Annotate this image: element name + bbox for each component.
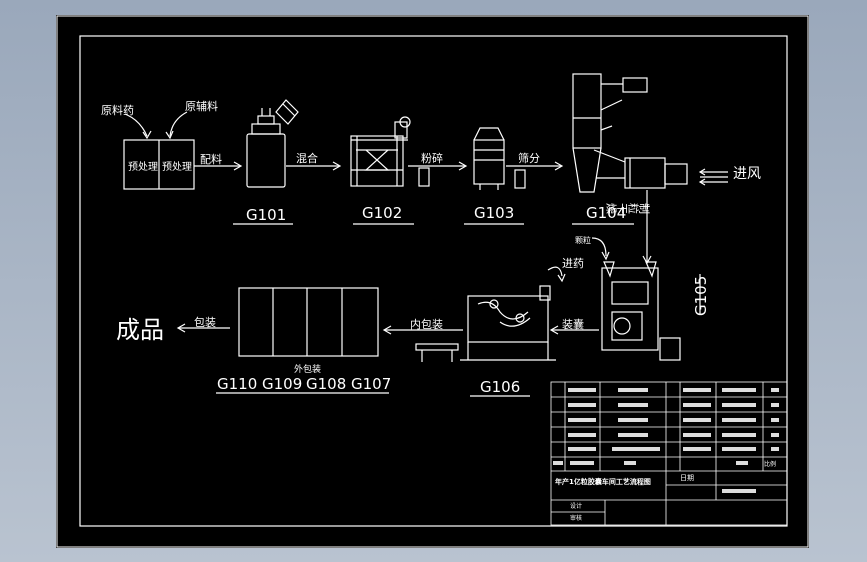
outer-frame: [56, 15, 809, 548]
step-jinyao-label: 进药: [562, 257, 584, 270]
outer-packing-boxes: [238, 287, 379, 357]
code-g105: G105: [692, 276, 710, 316]
step-hunhe-label: 混合: [296, 151, 318, 165]
air-inlet-label: 进风: [733, 166, 761, 182]
step-baozhuang-label: 包装: [194, 316, 216, 329]
title-block-rows: [553, 388, 779, 493]
step-peiliao-label: 配料: [200, 152, 222, 166]
product-label: 成品: [116, 316, 164, 344]
step-shaifen-label: 筛分: [518, 151, 540, 165]
code-g104: G104: [586, 204, 626, 222]
code-g107: G107: [351, 375, 391, 393]
blister-machine: [467, 295, 549, 343]
raw-drug-label: 原料药: [101, 103, 134, 117]
title-block: [550, 381, 788, 526]
bin-1: [418, 167, 430, 187]
inner-frame: [79, 35, 788, 527]
ratio-label: 比例: [764, 460, 776, 468]
pretreatment-label-1: 预处理: [128, 161, 158, 173]
code-g108: G108: [306, 375, 346, 393]
step-ganzao-label: 制粒干燥: [605, 202, 650, 215]
raw-aux-label: 原辅料: [185, 99, 218, 113]
step-fensui-label: 粉碎: [421, 151, 443, 165]
crusher-frame: [350, 135, 404, 187]
check-label: 审核: [570, 514, 582, 522]
design-label: 设计: [570, 502, 582, 510]
code-g110: G110: [217, 375, 257, 393]
step-waibaozhuang-label: 外包装: [294, 363, 321, 375]
capsule-filler: [601, 267, 659, 351]
step-neibaozhuang-label: 内包装: [410, 317, 443, 331]
granulator-tower: [572, 73, 602, 149]
pretreatment-label-2: 预处理: [162, 161, 192, 173]
step-keli-label: 颗粒: [575, 235, 591, 245]
code-g101: G101: [246, 206, 286, 224]
step-zhuangnang-label: 装囊: [562, 317, 584, 331]
conveyor-table: [415, 343, 459, 351]
bin-2: [514, 169, 526, 189]
code-g106: G106: [480, 378, 520, 396]
code-g102: G102: [362, 204, 402, 222]
code-g109: G109: [262, 375, 302, 393]
code-g103: G103: [474, 204, 514, 222]
title-block-title: 年产1亿粒胶囊车间工艺流程图: [555, 477, 651, 486]
drawing-background: [56, 15, 809, 548]
sieve-body: [473, 139, 505, 185]
date-label: 日期: [680, 474, 694, 482]
